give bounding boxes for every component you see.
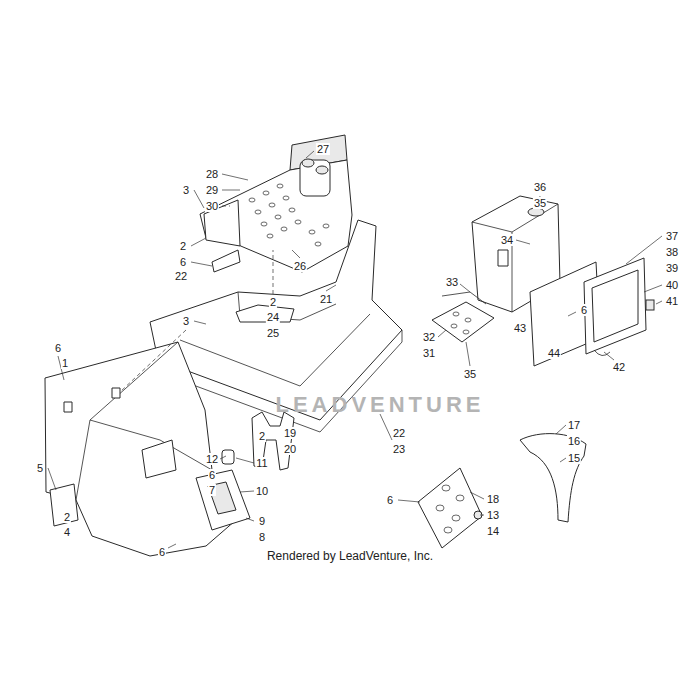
callout-number: 3	[182, 184, 190, 196]
callout-number: 10	[255, 485, 269, 497]
callout-number: 6	[54, 342, 62, 354]
callout-number: 8	[258, 531, 266, 543]
callout-number: 42	[612, 361, 626, 373]
callout-number: 40	[665, 279, 679, 291]
step-plate	[432, 292, 494, 342]
callout-number: 7	[208, 484, 216, 496]
callout-number: 32	[422, 331, 436, 343]
callout-number: 17	[567, 419, 581, 431]
callout-number: 14	[486, 525, 500, 537]
callout-number: 15	[567, 452, 581, 464]
caption: Rendered by LeadVenture, Inc.	[266, 550, 434, 562]
callout-number: 22	[174, 270, 188, 282]
callout-number: 19	[283, 427, 297, 439]
callout-number: 21	[319, 293, 333, 305]
seat-base-panel	[200, 135, 352, 272]
callout-number: 22	[392, 427, 406, 439]
callout-number: 26	[293, 260, 307, 272]
callout-number: 29	[205, 184, 219, 196]
callout-number: 20	[283, 443, 297, 455]
callout-number: 6	[580, 304, 588, 316]
callout-number: 33	[445, 276, 459, 288]
front-dash-panel	[45, 342, 250, 556]
callout-number: 27	[316, 143, 330, 155]
callout-number: 4	[63, 526, 71, 538]
callout-number: 6	[208, 469, 216, 481]
callout-number: 13	[486, 509, 500, 521]
callout-number: 5	[36, 462, 44, 474]
callout-number: 44	[547, 347, 561, 359]
callout-number: 35	[533, 197, 547, 209]
callout-number: 39	[665, 262, 679, 274]
callout-number: 6	[158, 546, 166, 558]
callout-number: 6	[179, 256, 187, 268]
callout-number: 16	[567, 435, 581, 447]
callout-number: 2	[63, 511, 71, 523]
callout-number: 30	[205, 200, 219, 212]
callout-number: 24	[266, 311, 280, 323]
callout-number: 2	[258, 430, 266, 442]
callout-number: 31	[422, 347, 436, 359]
callout-number: 6	[386, 494, 394, 506]
callout-number: 2	[269, 296, 277, 308]
callout-number: 36	[533, 181, 547, 193]
callout-number: 35	[463, 368, 477, 380]
callout-number: 3	[182, 315, 190, 327]
leader-lines	[48, 151, 662, 548]
mud-flap	[520, 434, 586, 522]
watermark: LEADVENTURE	[274, 393, 485, 417]
callout-number: 11	[255, 457, 268, 469]
callout-number: 41	[665, 295, 679, 307]
callout-number: 38	[665, 246, 679, 258]
support-bracket	[252, 412, 294, 470]
callout-number: 2	[179, 240, 187, 252]
callout-number: 23	[392, 443, 406, 455]
callout-number: 37	[665, 230, 679, 242]
callout-number: 34	[500, 234, 514, 246]
side-panel	[530, 258, 654, 366]
callout-number: 9	[258, 515, 266, 527]
callout-number: 18	[486, 493, 500, 505]
footrest-plate	[418, 468, 482, 548]
callout-number: 28	[205, 168, 219, 180]
callout-number: 1	[61, 357, 69, 369]
callout-number: 12	[205, 453, 219, 465]
callout-number: 25	[266, 327, 280, 339]
callout-number: 43	[513, 322, 527, 334]
